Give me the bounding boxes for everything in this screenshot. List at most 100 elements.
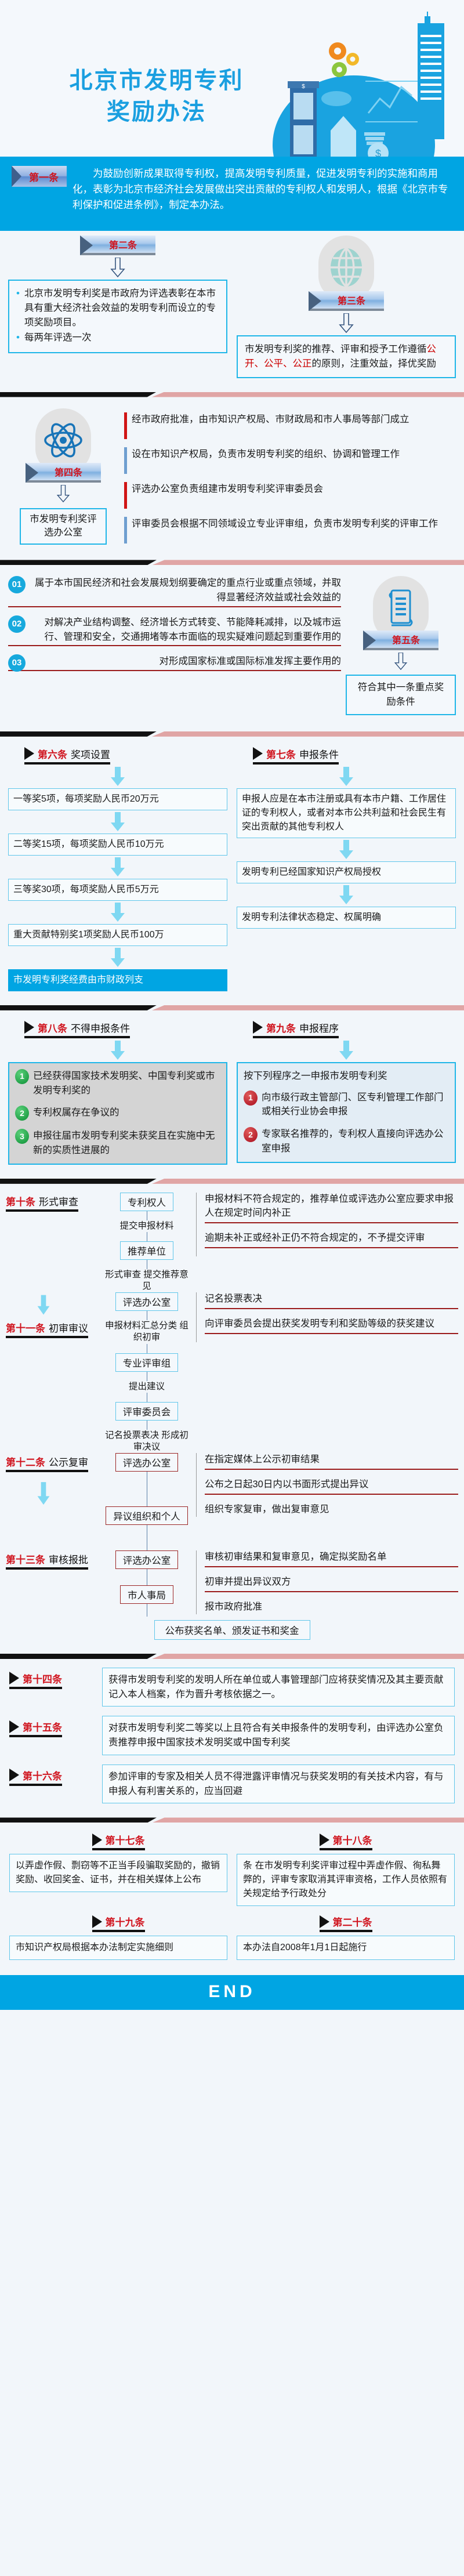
underline xyxy=(205,1222,458,1223)
article-17-18-section: 第十七条 以弄虚作假、剽窃等不正当手段骗取奖励的，撤销奖励、收回奖金、证书，并在… xyxy=(0,1828,464,1914)
triangle-icon xyxy=(319,1833,329,1846)
article-11-row: 第十一条 初审审议 评选办公室 申报材料汇总分类 组织初审 专业评审组 提出建议… xyxy=(6,1292,458,1453)
article-2-tag: 第二条 xyxy=(80,236,155,255)
underline xyxy=(205,1493,458,1495)
article-16-heading: 第十六条 xyxy=(9,1768,62,1786)
condition-text: 属于本市国民经济和社会发展规划纲要确定的重点行业或重点领域，并取得显著经济效益或… xyxy=(35,578,341,603)
article-13-heading: 第十三条 审核报批 xyxy=(6,1552,88,1570)
condition-number: 03 xyxy=(8,654,26,672)
underline xyxy=(205,1468,458,1470)
condition-number: 02 xyxy=(8,615,26,633)
article-18-block: 第十八条 条 在市发明专利奖评审过程中弄虚作假、徇私舞弊的，评审专家取消其评审资… xyxy=(237,1832,455,1907)
article-3-tag-label: 第三条 xyxy=(337,296,365,306)
list-item-text: 专利权属存在争议的 xyxy=(33,1107,119,1118)
underline xyxy=(205,1590,458,1592)
article-8-heading: 第八条 不得申报条件 xyxy=(24,1020,130,1038)
triangle-icon xyxy=(92,1915,102,1928)
down-arrow-icon xyxy=(339,1040,353,1060)
underline xyxy=(205,1566,458,1567)
article-19-block: 第十九条 市知识产权局根据本办法制定实施细则 xyxy=(9,1914,227,1961)
list-item-text: 申报往届市发明专利奖未获奖且在实施中无新的实质性进展的 xyxy=(33,1131,215,1156)
flow-node: 评选办公室 xyxy=(115,1292,179,1311)
article-1-banner: 第一条 为鼓励创新成果取得专利权，提高发明专利质量，促进发明专利的实施和商用化，… xyxy=(0,157,464,231)
article-8-9-section: 第八条 不得申报条件 1 已经获得国家技术发明奖、中国专利奖或市发明专利奖的 2… xyxy=(0,1016,464,1171)
article-12-name: 公示复审 xyxy=(49,1457,88,1468)
article-3-content: 市发明专利奖的推荐、评审和授予工作遵循公开、公平、公正的原则，注重效益，择优奖励 xyxy=(237,335,456,378)
article-10-name: 形式审查 xyxy=(39,1196,78,1208)
article-4-item: 评审委员会根据不同领域设立专业评审组，负责市发明专利奖的评审工作 xyxy=(124,517,456,544)
article-15-heading: 第十五条 xyxy=(9,1719,62,1738)
down-arrow-icon xyxy=(111,857,125,876)
article-4-section: 第四条 市发明专利奖评选办公室 经市政府批准，由市知识产权局、市财政局和市人事局… xyxy=(0,403,464,552)
underline xyxy=(205,1247,458,1248)
triangle-icon xyxy=(253,747,263,760)
article-5-result-box: 符合其中一条重点奖励条件 xyxy=(346,675,456,715)
article-13-no: 第十三条 xyxy=(6,1554,45,1566)
condition-number: 01 xyxy=(8,576,26,594)
flow-note: 组织专家复审，做出复审意见 xyxy=(205,1503,329,1515)
flow-note: 向评审委员会提出获奖发明专利和奖励等级的获奖建议 xyxy=(205,1318,434,1329)
down-arrow-icon xyxy=(37,1295,50,1315)
article-5-condition: 02 对解决产业结构调整、经济增长方式转变、节能降耗减排，以及城市运行、管理和安… xyxy=(8,615,341,647)
article-8-no: 第八条 xyxy=(38,1023,67,1034)
article-4-item: 经市政府批准，由市知识产权局、市财政局和市人事局等部门成立 xyxy=(124,412,456,440)
header-banner: 北京市发明专利 奖励办法 $ xyxy=(0,0,464,157)
article-14-tag: 第十四条 xyxy=(23,1673,62,1685)
article-3-tag: 第三条 xyxy=(309,291,384,311)
flow-node: 评选办公室 xyxy=(115,1550,179,1569)
condition-text: 对解决产业结构调整、经济增长方式转变、节能降耗减排，以及城市运行、管理和安全，交… xyxy=(44,617,342,642)
bullet-number: 2 xyxy=(244,1127,258,1143)
triangle-icon xyxy=(24,747,34,760)
triangle-icon xyxy=(9,1720,19,1733)
article-5-condition: 03 对形成国家标准或国际标准发挥主要作用的 xyxy=(8,654,341,672)
section-divider xyxy=(0,555,464,568)
article-7-step: 发明专利已经国家知识产权局授权 xyxy=(237,861,456,883)
list-item: 1 向市级行政主管部门、区专利管理工作部门或相关行业协会申报 xyxy=(244,1090,449,1119)
down-arrow-icon xyxy=(339,313,354,333)
article-20-heading: 第二十条 xyxy=(319,1914,372,1933)
article-14-16-section: 第十四条 获得市发明专利奖的发明人所在单位或人事管理部门应将获奖情况及其主要贡献… xyxy=(0,1664,464,1810)
bullet-number: 2 xyxy=(15,1106,29,1121)
underline xyxy=(205,1308,458,1310)
list-item: 2 专家联名推荐的，专利权人直接向评选办公室申报 xyxy=(244,1127,449,1156)
article-7-heading: 第七条 申报条件 xyxy=(253,747,339,765)
article-19-text: 市知识产权局根据本办法制定实施细则 xyxy=(9,1936,227,1961)
article-7-step: 发明专利法律状态稳定、权属明确 xyxy=(237,906,456,929)
article-6-step: 重大贡献特别奖1项奖励人民币100万 xyxy=(8,923,227,946)
triangle-icon xyxy=(319,1915,329,1928)
flow-node: 评选办公室 xyxy=(115,1452,179,1472)
article-19-tag: 第十九条 xyxy=(105,1917,145,1929)
article-16-tag: 第十六条 xyxy=(23,1770,62,1782)
article-1-tag-label: 第一条 xyxy=(29,172,59,183)
down-arrow-icon xyxy=(111,811,125,831)
article-6-heading: 第六条 奖项设置 xyxy=(24,747,110,765)
article-17-text: 以弄虚作假、剽窃等不正当手段骗取奖励的，撤销奖励、收回奖金、证书，并在相关媒体上… xyxy=(9,1854,227,1893)
triangle-icon xyxy=(9,1672,19,1685)
article-4-item-text: 评审委员会根据不同领域设立专业评审组，负责市发明专利奖的评审工作 xyxy=(132,519,438,530)
article-7-block: 第七条 申报条件 申报人应是在本市注册或具有本市户籍、工作居住证的专利权人，或者… xyxy=(237,747,456,991)
flow-note: 公布之日起30日内以书面形式提出异议 xyxy=(205,1479,369,1490)
down-arrow-icon xyxy=(393,653,408,672)
article-7-name: 申报条件 xyxy=(299,749,339,760)
article-14-row: 第十四条 获得市发明专利奖的发明人所在单位或人事管理部门应将获奖情况及其主要贡献… xyxy=(0,1664,464,1713)
section-divider xyxy=(0,1649,464,1662)
article-18-heading: 第十八条 xyxy=(319,1832,372,1851)
article-4-item-text: 评选办公室负责组建市发明专利奖评审委员会 xyxy=(132,484,323,495)
article-11-heading: 第十一条 初审审议 xyxy=(6,1320,88,1339)
list-item: 2 专利权属存在争议的 xyxy=(15,1106,220,1121)
article-10-heading: 第十条 形式审查 xyxy=(6,1194,78,1212)
globe-icon xyxy=(318,236,374,299)
triangle-icon xyxy=(9,1769,19,1782)
article-4-item: 评选办公室负责组建市发明专利奖评审委员会 xyxy=(124,482,456,509)
list-item-text: 向市级行政主管部门、区专利管理工作部门或相关行业协会申报 xyxy=(262,1092,444,1117)
article-5-tag: 第五条 xyxy=(363,631,438,651)
page-title: 北京市发明专利 奖励办法 xyxy=(61,65,252,128)
accent-bar xyxy=(124,517,127,544)
underline xyxy=(8,670,341,672)
flow-node: 专利权人 xyxy=(120,1192,173,1211)
article-6-step: 一等奖5项，每项奖励人民币20万元 xyxy=(8,788,227,810)
article-15-row: 第十五条 对获市发明专利奖二等奖以上且符合有关申报条件的发明专利，由评选办公室负… xyxy=(0,1712,464,1761)
underline xyxy=(8,645,341,647)
article-10-no: 第十条 xyxy=(6,1196,35,1208)
flow-note: 报市政府批准 xyxy=(205,1601,262,1612)
